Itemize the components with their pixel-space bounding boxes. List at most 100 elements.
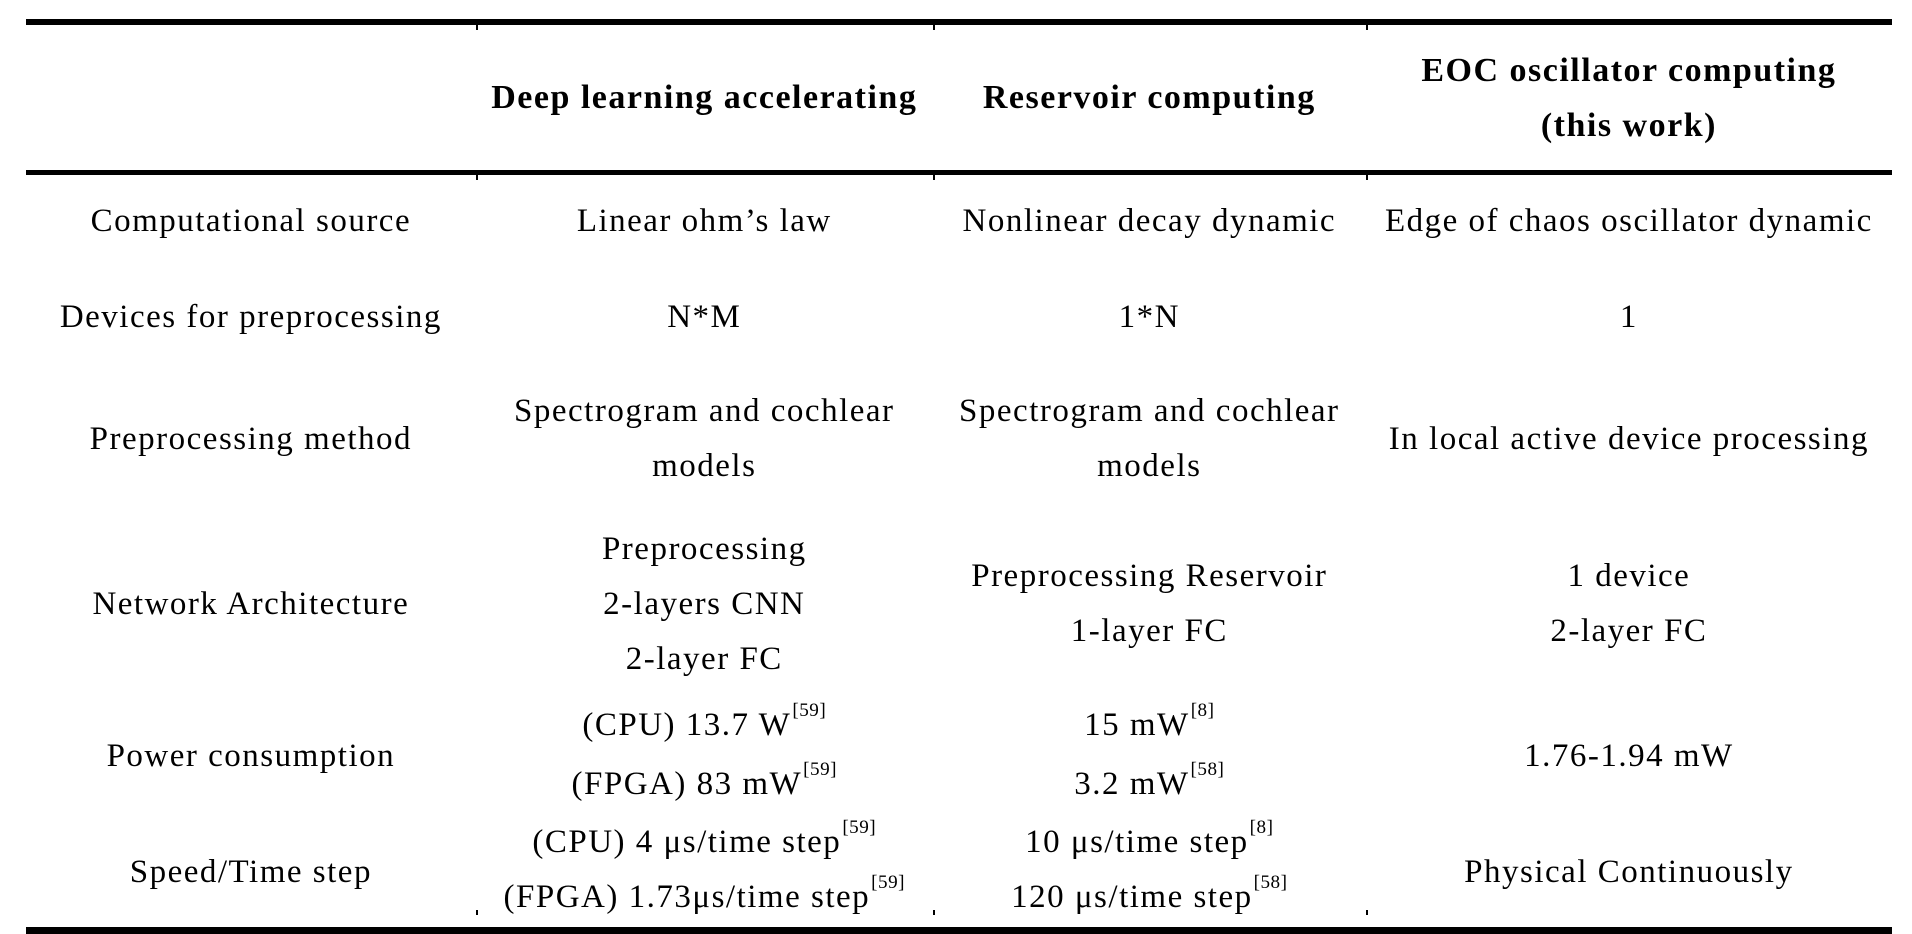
cell-text: N*M [667,299,742,335]
table-cell: N*M [476,269,933,367]
cell-line: (FPGA) 83 mW[59] [476,757,933,816]
rule-tick [476,175,479,180]
citation-superscript: [59] [842,817,877,839]
citation-superscript: [58] [1190,759,1225,781]
cell-line: N*M [476,290,933,345]
cell-line: (FPGA) 1.73μs/time step[59] [476,872,933,927]
cell-line: 15 mW[8] [933,698,1366,757]
row-label-text: Computational source [90,203,412,240]
cell-text: Physical Continuously [1464,853,1794,890]
rule-tick [476,910,479,915]
table-row: Devices for preprocessing N*M 1*N 1 [26,269,1892,367]
row-label: Network Architecture [26,512,476,697]
cell-line: Spectrogram and cochlear [933,384,1366,439]
cell-line: Preprocessing Reservoir [933,549,1366,604]
cell-line: 1 device [1366,549,1892,604]
citation-superscript: [59] [871,872,906,894]
cell-text: 120 μs/time step [1011,878,1253,915]
cell-text: 3.2 mW [1074,765,1190,802]
cell-line: Preprocessing [476,522,933,577]
cell-text: (FPGA) 1.73μs/time step [503,878,871,915]
cell-text: 1 [1619,299,1638,335]
rule-tick [1365,25,1368,30]
row-label: Computational source [26,173,476,269]
table-cell: Nonlinear decay dynamic [933,173,1366,269]
cell-text: Preprocessing [601,530,807,567]
table-cell: 15 mW[8]3.2 mW[58] [933,697,1366,817]
table-cell: Preprocessing Reservoir 1-layer FC [933,512,1366,697]
row-label: Devices for preprocessing [26,269,476,367]
row-label-text: Network Architecture [92,585,410,622]
citation-superscript: [8] [1249,817,1274,839]
comparison-table-container: Deep learning accelerating Reservoir comp… [26,19,1892,934]
rule-tick [933,25,936,30]
citation-superscript: [59] [803,759,838,781]
cell-text: In local active device processing [1388,420,1869,457]
table-row: Power consumption(CPU) 13.7 W[59](FPGA) … [26,697,1892,817]
row-label: Preprocessing method [26,367,476,512]
row-label-text: Power consumption [106,738,396,774]
cell-line: 10 μs/time step[8] [933,817,1366,872]
cell-line: 2-layer FC [476,632,933,687]
cell-text: Spectrogram and cochlear [959,393,1340,429]
cell-line: Nonlinear decay dynamic [933,194,1366,249]
cell-line: 120 μs/time step[58] [933,872,1366,927]
cell-text: (CPU) 13.7 W [582,706,792,743]
cell-line: 3.2 mW[58] [933,757,1366,816]
cell-line: (CPU) 13.7 W[59] [476,698,933,757]
table-cell: 1 [1366,269,1892,367]
table-cell: Linear ohm’s law [476,173,933,269]
rule-tick [933,910,936,915]
cell-text: 10 μs/time step [1025,823,1249,860]
comparison-table: Deep learning accelerating Reservoir comp… [26,19,1892,934]
cell-text: (FPGA) 83 mW [571,765,803,802]
row-label-text: Preprocessing method [89,420,413,457]
cell-text: Linear ohm’s law [576,203,832,240]
cell-text: 1-layer FC [1070,613,1228,649]
cell-text: 1*N [1118,299,1180,335]
table-row: Speed/Time step(CPU) 4 μs/time step[59](… [26,817,1892,931]
column-header: EOC oscillator computing (this work) [1365,22,1892,175]
cell-line: models [933,439,1366,494]
table-cell: Physical Continuously [1366,817,1892,931]
cell-line: 2-layers CNN [476,577,933,632]
cell-line: models [476,439,933,494]
row-label-text: Speed/Time step [129,853,372,890]
cell-line: 1.76-1.94 mW [1366,729,1892,784]
rule-tick [933,175,936,180]
cell-line: 1*N [933,290,1366,345]
cell-text: (CPU) 4 μs/time step [532,823,842,860]
cell-text: Spectrogram and cochlear [514,393,895,429]
cell-text: 1 device [1567,558,1691,594]
table-header: Deep learning accelerating Reservoir comp… [26,22,1892,175]
table-cell: (CPU) 13.7 W[59](FPGA) 83 mW[59] [476,697,933,817]
column-header: Deep learning accelerating [475,22,933,175]
row-label-text: Devices for preprocessing [59,299,442,335]
table-cell: Edge of chaos oscillator dynamic [1366,173,1892,269]
cell-line: Spectrogram and cochlear [476,384,933,439]
header-line: Deep learning accelerating [491,79,918,116]
cell-text: 15 mW [1084,706,1190,743]
header-row: Deep learning accelerating Reservoir comp… [26,22,1892,175]
header-line: EOC oscillator computing [1421,51,1837,89]
citation-superscript: [59] [792,700,827,722]
cell-text: 2-layer FC [625,640,783,677]
header-line: Reservoir computing [982,79,1316,116]
table-cell: In local active device processing [1366,367,1892,512]
table-cell: 1.76-1.94 mW [1366,697,1892,817]
cell-text: models [652,448,757,484]
table-cell: 1 device 2-layer FC [1366,512,1892,697]
corner-cell [26,22,476,175]
column-header: Reservoir computing [932,22,1366,175]
table-row: Network Architecture Preprocessing 2-layer… [26,512,1892,697]
table-row: Preprocessing method Spectrogram and coch… [26,367,1892,512]
table-cell: (CPU) 4 μs/time step[59](FPGA) 1.73μs/ti… [476,817,933,931]
table-cell: Preprocessing 2-layers CNN 2-layer FC [476,512,933,697]
row-label: Power consumption [26,697,476,817]
cell-line: 1-layer FC [933,604,1366,659]
header-line: (this work) [1540,106,1717,144]
cell-text: 1.76-1.94 mW [1524,738,1734,774]
table-row: Computational source Linear ohm’s law Nonl… [26,173,1892,269]
cell-text: 2-layer FC [1550,613,1708,649]
cell-text: Preprocessing Reservoir [971,558,1328,594]
